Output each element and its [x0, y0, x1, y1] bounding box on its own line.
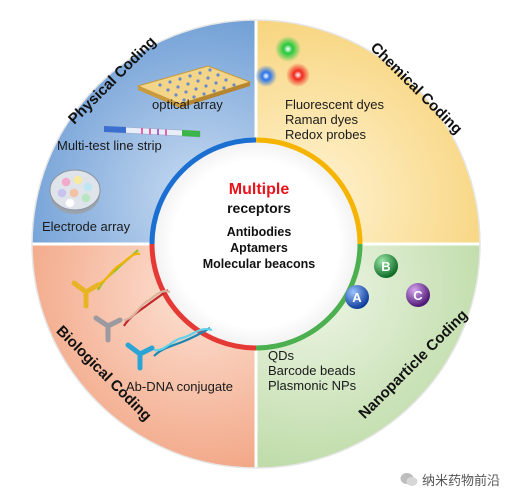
nanoparticle-item: QDs: [268, 348, 294, 363]
sphere-c: [406, 283, 430, 307]
nanoparticle-item: Barcode beads: [268, 363, 356, 378]
wechat-icon: [400, 473, 418, 486]
test-strip-label: Multi-test line strip: [57, 138, 162, 153]
ring-green-segment: [255, 243, 363, 351]
electrode-array-icon: [49, 169, 101, 214]
optical-array-label: optical array: [152, 97, 223, 112]
nanoparticle-item: Plasmonic NPs: [268, 378, 357, 393]
watermark: 纳米药物前沿: [400, 470, 500, 489]
chemical-item: Fluorescent dyes: [285, 97, 384, 112]
sphere-a: [345, 285, 369, 309]
chemical-items-list: Fluorescent dyes Raman dyes Redox probes: [285, 97, 384, 142]
test-strip-icon: [103, 125, 201, 138]
electrode-array-label: Electrode array: [42, 219, 131, 234]
center-receptors: Multiple receptors Antibodies Aptamers M…: [179, 180, 339, 272]
dye-dots-icon: [255, 36, 310, 87]
chemical-item: Raman dyes: [285, 112, 358, 127]
sphere-b: [374, 254, 398, 278]
center-circle: [152, 140, 360, 348]
dna-helix-icon: [97, 249, 213, 357]
ring-yellow-segment: [255, 137, 363, 245]
sphere-b-label: B: [381, 259, 390, 274]
sphere-a-label: A: [352, 290, 362, 305]
ring-blue-segment: [149, 137, 257, 245]
ring-red-segment: [149, 243, 257, 351]
ab-dna-conjugate-label: Ab-DNA conjugate: [126, 379, 233, 394]
center-title: Multiple: [228, 181, 290, 198]
antibody-icon: [71, 280, 155, 371]
receptor-item: Aptamers: [230, 241, 288, 255]
nanoparticle-sphere-icon: A B C: [345, 254, 430, 309]
nanoparticle-items-list: QDs Barcode beads Plasmonic NPs: [268, 348, 356, 393]
center-subtitle: receptors: [227, 200, 291, 216]
chemical-item: Redox probes: [285, 127, 366, 142]
receptor-item: Molecular beacons: [202, 257, 316, 271]
chip-array-icon: [136, 65, 252, 108]
receptor-item: Antibodies: [226, 225, 292, 239]
sphere-c-label: C: [413, 288, 423, 303]
watermark-text: 纳米药物前沿: [421, 473, 500, 488]
